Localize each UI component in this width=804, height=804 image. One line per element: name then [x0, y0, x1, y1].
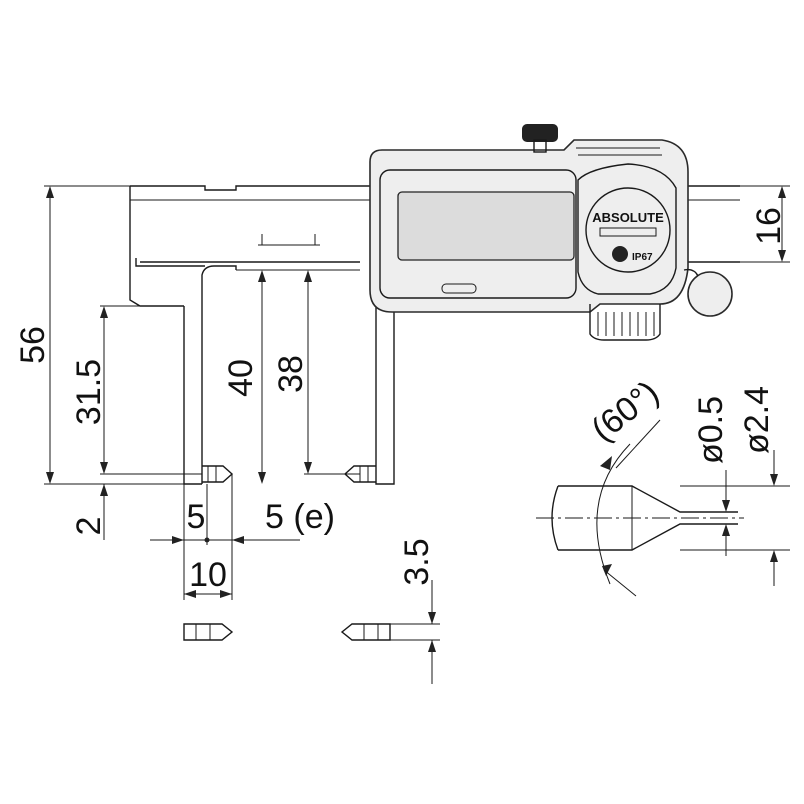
dim-5e-label: 5 (e)	[265, 498, 335, 536]
ip-rating-text: IP67	[632, 252, 653, 263]
dim-2-label: 2	[70, 517, 108, 536]
grip-ribs	[597, 312, 655, 336]
dim-5-label: 5	[187, 498, 206, 536]
thumb-roller	[687, 271, 733, 317]
dim-3-5-label: 3.5	[398, 538, 436, 585]
digital-display-unit: ABSOLUTE IP67	[369, 124, 733, 341]
logo-bar	[599, 227, 657, 237]
clamp-screw	[522, 124, 558, 142]
dimension-38: 38	[272, 270, 360, 475]
dim-56-label: 56	[14, 326, 52, 364]
dimension-3-5: 3.5	[390, 538, 440, 684]
dim-d2-4-label: ø2.4	[738, 386, 776, 454]
tip-detail-view: (60°) ø0.5 ø2.4	[536, 374, 790, 597]
dimension-2: 2	[70, 484, 108, 540]
dim-d0-5-label: ø0.5	[692, 396, 730, 464]
top-grip-ribs	[576, 147, 662, 156]
logo-badge	[585, 187, 671, 273]
spare-tip-left	[183, 623, 234, 641]
lcd-screen	[397, 191, 575, 261]
dim-31-5-label: 31.5	[70, 359, 108, 425]
dimension-31-5: 31.5	[70, 305, 202, 475]
data-output-cover	[441, 283, 477, 294]
dim-10-label: 10	[189, 556, 227, 594]
brand-logo-text: ABSOLUTE	[592, 210, 664, 225]
ip-badge-icon	[612, 246, 628, 262]
dimension-16: 16	[740, 185, 790, 263]
dim-16-label: 16	[750, 207, 788, 245]
dim-38-label: 38	[272, 355, 310, 393]
dim-40-label: 40	[222, 359, 260, 397]
dimension-5-10: 5 5 (e) 10	[150, 474, 335, 600]
spare-tip-right	[340, 623, 391, 641]
sliding-jaw	[343, 300, 395, 485]
dim-60-label: (60°)	[584, 374, 666, 450]
dimension-40: 40	[222, 269, 360, 484]
dimension-56: 56	[14, 185, 184, 485]
